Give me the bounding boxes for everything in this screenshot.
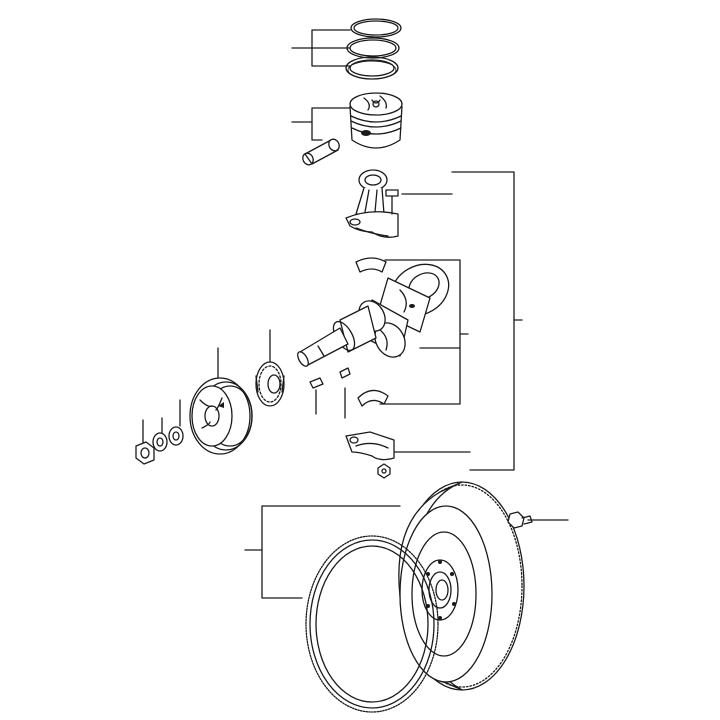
- crankshaft-bearing-upper: [355, 257, 387, 273]
- crankshaft-gear: [255, 361, 285, 407]
- connecting-rod-cap: [345, 431, 395, 461]
- piston: [349, 92, 403, 149]
- piston-ring-top: [350, 18, 402, 38]
- crankshaft-bearing-lower: [357, 389, 389, 407]
- ring-gear: [305, 535, 439, 713]
- crankshaft-pulley: [189, 377, 253, 455]
- lock-washer: [152, 432, 168, 452]
- crankshaft: [297, 263, 450, 367]
- piston-rings: [345, 18, 402, 80]
- connecting-rod: [345, 169, 399, 238]
- piston-ring-oil: [345, 56, 399, 80]
- flywheel-bolt: [507, 511, 533, 529]
- crankshaft-key: [309, 377, 324, 389]
- piston-ring-middle: [346, 37, 400, 59]
- leader-lines: [142, 29, 569, 599]
- piston-pin: [302, 138, 340, 166]
- flywheel: [398, 481, 525, 691]
- crankshaft-key-small: [339, 367, 351, 379]
- pulley-nut: [135, 441, 155, 465]
- connecting-rod-bolt: [385, 189, 399, 215]
- washer: [168, 426, 184, 446]
- rod-cap-nut: [377, 463, 391, 479]
